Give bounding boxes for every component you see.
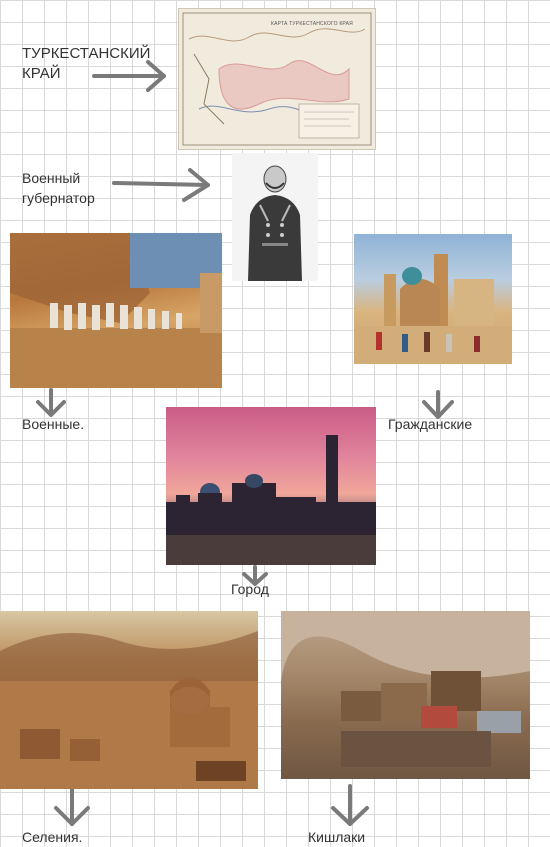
label-military: Военные. (22, 416, 85, 432)
military-image (10, 233, 222, 388)
arrow-down-icon (331, 784, 369, 826)
city-image (166, 407, 376, 565)
label-turkestan-region: ТУРКЕСТАНСКИЙ КРАЙ (22, 45, 151, 82)
label-settlements: Селения. (22, 829, 83, 845)
turkestan-map-image: КАРТА ТУРКЕСТАНСКОГО КРАЯ (178, 8, 376, 150)
label-civil: Гражданские (388, 416, 473, 432)
arrow-down-icon (36, 388, 66, 417)
arrow-down-icon (422, 390, 454, 419)
arrow-down-icon (54, 786, 90, 826)
kishlak-image (281, 611, 530, 779)
arrow-down-icon (242, 565, 268, 586)
arrow-right-icon (92, 60, 166, 92)
label-city: Город (231, 581, 269, 597)
governor-portrait-image (232, 153, 318, 281)
civil-image (354, 234, 512, 364)
label-kishlaks: Кишлаки (308, 829, 366, 845)
arrow-right-icon (112, 168, 210, 202)
label-military-governor: Военный губернатор (22, 170, 95, 206)
map-title: КАРТА ТУРКЕСТАНСКОГО КРАЯ (271, 21, 353, 27)
settlements-image (0, 611, 258, 789)
